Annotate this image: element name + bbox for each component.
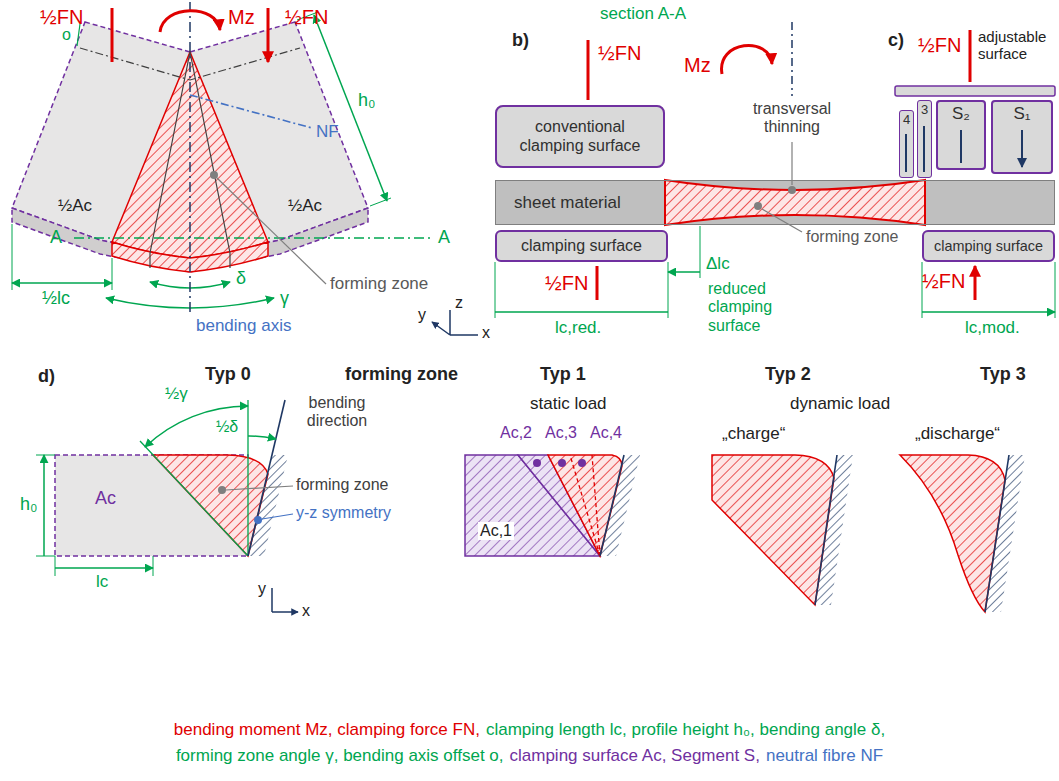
axis-letter: x bbox=[302, 602, 310, 620]
caption-line: forming zone angle γ, bending axis offse… bbox=[0, 746, 1059, 766]
caption-text: bending moment Mz, clamping force FN, bbox=[174, 720, 480, 739]
type-heading: Typ 2 bbox=[765, 364, 811, 385]
sheet-band: sheet material bbox=[495, 180, 1055, 225]
part-label: adjustable surface bbox=[978, 28, 1056, 63]
segment-box: S₂ bbox=[936, 100, 986, 170]
area-label: Ac,1 bbox=[478, 522, 514, 540]
caption-text: forming zone angle γ, bending axis offse… bbox=[176, 746, 504, 765]
callout-label: forming zone bbox=[330, 274, 428, 294]
node-text: clamping surface bbox=[934, 238, 1043, 255]
callout-label: y-z symmetry bbox=[296, 504, 391, 522]
node-text: clamping surface bbox=[521, 237, 642, 255]
caption-text: neutral fibre NF bbox=[766, 746, 883, 765]
dimension-label: o bbox=[62, 26, 71, 44]
type-heading: forming zone bbox=[345, 364, 458, 385]
force-label: ½FN bbox=[285, 6, 328, 29]
force-label: ½FN bbox=[40, 6, 83, 29]
angle-label: ½δ bbox=[216, 418, 238, 436]
moment-label: Mz bbox=[684, 54, 711, 77]
type-heading: Typ 0 bbox=[205, 364, 251, 385]
clamping-block: conventional clamping surface bbox=[495, 105, 665, 168]
dimension-label: reduced clamping surface bbox=[708, 280, 808, 335]
node-text: sheet material bbox=[514, 193, 621, 213]
callout-label: bending direction bbox=[292, 394, 382, 431]
dimension-label: h₀ bbox=[358, 90, 375, 111]
type-heading: Typ 1 bbox=[540, 364, 586, 385]
node-text: S₂ bbox=[952, 104, 970, 124]
node-text: 4 bbox=[903, 113, 910, 128]
force-label: ½FN bbox=[922, 270, 965, 293]
node-text: conventional clamping surface bbox=[502, 118, 658, 155]
segment-box: 3 bbox=[917, 100, 932, 178]
node-text: S₁ bbox=[1013, 104, 1030, 124]
area-label: ½Ac bbox=[288, 196, 322, 216]
dimension-label: h₀ bbox=[20, 494, 37, 515]
panel-letter: d) bbox=[38, 366, 55, 387]
section-title: section A-A bbox=[600, 4, 686, 24]
callout-label: forming zone bbox=[806, 228, 899, 246]
moment-label: Mz bbox=[228, 6, 255, 29]
panel-letter: c) bbox=[888, 30, 904, 51]
area-label: Ac,4 bbox=[590, 424, 622, 442]
clamping-block: clamping surface bbox=[495, 230, 668, 262]
area-label: Ac,2 bbox=[500, 424, 532, 442]
angle-label: δ bbox=[236, 268, 246, 289]
segment-box: S₁ bbox=[991, 100, 1053, 174]
angle-label: ½γ bbox=[165, 384, 188, 404]
force-label: ½FN bbox=[545, 272, 588, 295]
axis-label: bending axis bbox=[196, 316, 291, 336]
axis-letter: x bbox=[482, 324, 490, 342]
segment-box: 4 bbox=[899, 110, 914, 178]
axis-letter: y bbox=[418, 306, 426, 324]
section-marker: A bbox=[438, 227, 450, 248]
load-label: dynamic load bbox=[790, 394, 890, 414]
angle-label: γ bbox=[280, 288, 289, 309]
area-label: Ac,3 bbox=[545, 424, 577, 442]
dimension-label: lc,red. bbox=[555, 318, 601, 338]
load-label: „charge“ bbox=[722, 424, 785, 444]
load-label: „discharge“ bbox=[915, 424, 1000, 444]
force-label: ½FN bbox=[918, 34, 961, 57]
section-marker: A bbox=[50, 227, 62, 248]
dimension-label: ½lc bbox=[42, 288, 70, 309]
axis-letter: y bbox=[258, 580, 266, 598]
caption-text: clamping length lc, profile height h₀, b… bbox=[486, 720, 885, 739]
force-label: ½FN bbox=[598, 42, 641, 65]
axis-letter: z bbox=[455, 294, 463, 312]
dimension-label: Δlc bbox=[706, 254, 730, 274]
dimension-label: lc,mod. bbox=[965, 318, 1020, 338]
node-text: 3 bbox=[921, 103, 928, 118]
area-label: ½Ac bbox=[58, 196, 92, 216]
type-heading: Typ 3 bbox=[980, 364, 1026, 385]
callout-label: forming zone bbox=[296, 476, 389, 494]
caption-text: clamping surface Ac, Segment S, bbox=[510, 746, 760, 765]
clamping-block: clamping surface bbox=[922, 230, 1055, 262]
caption-line: bending moment Mz, clamping force FN, cla… bbox=[0, 720, 1059, 740]
callout-label: transversal thinning bbox=[732, 100, 852, 137]
panel-letter: b) bbox=[512, 30, 529, 51]
fibre-label: NF bbox=[316, 122, 339, 142]
load-label: static load bbox=[530, 394, 607, 414]
area-label: Ac bbox=[95, 488, 116, 509]
dimension-label: lc bbox=[96, 572, 108, 592]
